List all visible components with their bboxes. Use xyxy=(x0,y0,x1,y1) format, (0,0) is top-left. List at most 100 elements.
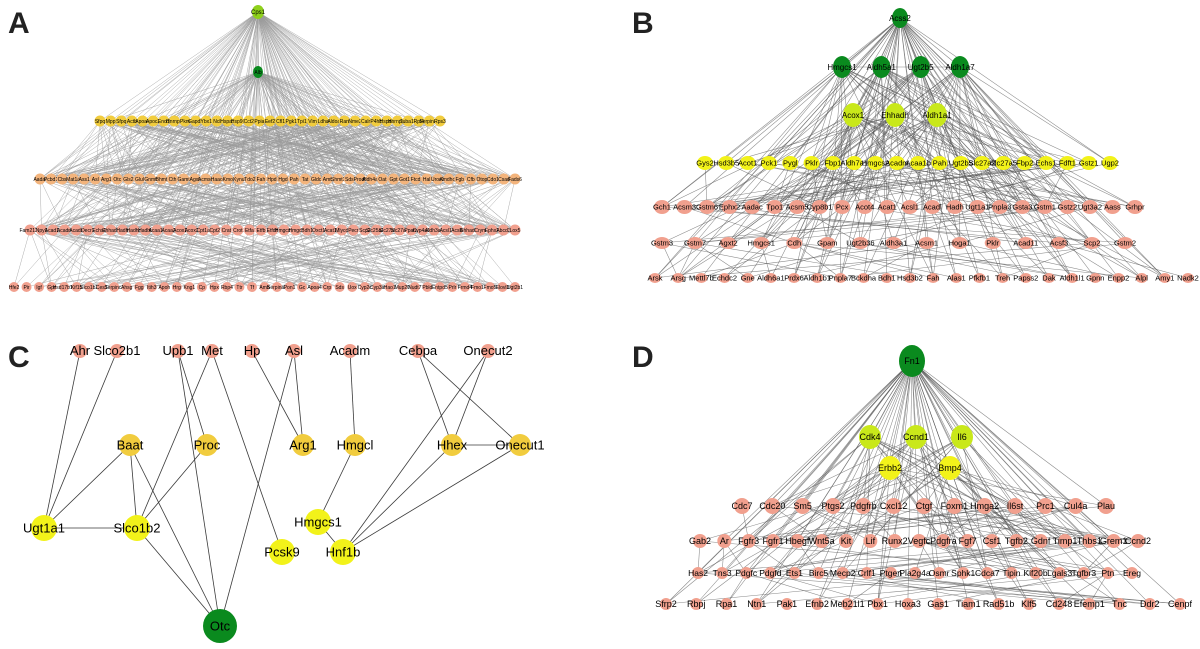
node-label: Ptn xyxy=(1102,568,1115,578)
edge xyxy=(260,229,403,288)
node-label: Slc27a2 xyxy=(379,228,397,234)
node-acads: Acads xyxy=(69,224,84,236)
node-ereg: Ereg xyxy=(1123,567,1141,579)
node-nudt7: Nudt7 xyxy=(408,282,422,292)
node-shape xyxy=(21,282,32,292)
edge xyxy=(43,350,81,529)
node-label: Gpr xyxy=(47,285,56,291)
node-label: Aadat xyxy=(33,177,47,183)
node-label: Aldh5a1 xyxy=(867,63,897,72)
edge xyxy=(39,71,259,180)
edge xyxy=(417,350,521,446)
edge xyxy=(87,229,140,288)
edge xyxy=(842,540,1090,574)
node-label: Ugt3a2 xyxy=(1078,203,1102,212)
edge xyxy=(172,178,227,231)
edge xyxy=(870,467,891,542)
node-acaa1a: Acaa1a xyxy=(149,224,166,236)
node-shape xyxy=(349,115,361,127)
edge xyxy=(164,229,285,288)
node-aldh7a1: Aldh7a1 xyxy=(840,156,868,170)
node-label: Acsl1 xyxy=(440,228,452,234)
edge xyxy=(802,505,895,542)
node-label: Ugt2b1 xyxy=(507,285,523,291)
edge xyxy=(304,178,389,231)
node-label: Sfrp2 xyxy=(655,599,677,609)
edge xyxy=(126,229,516,288)
edge xyxy=(802,505,871,542)
edge xyxy=(73,178,169,231)
node-label: Ybx1 xyxy=(201,119,213,125)
node-shape xyxy=(336,224,348,236)
node-shape xyxy=(484,282,495,292)
node-gstz2: Gstz2 xyxy=(1058,200,1077,214)
node-prodh: Prodh xyxy=(354,173,367,185)
node-nadk2: Nadk2 xyxy=(1177,273,1199,283)
node-label: Pbx1 xyxy=(867,599,888,609)
edge xyxy=(448,178,493,231)
edge xyxy=(899,17,1073,279)
node-fah: Fah xyxy=(255,173,267,185)
node-sfpq: Sfpq xyxy=(115,115,127,127)
edge xyxy=(216,120,328,180)
edge xyxy=(39,120,207,180)
node-erbb2: Erbb2 xyxy=(878,456,902,480)
edge xyxy=(342,444,521,553)
node-label: Hadha xyxy=(127,228,142,234)
node-has2: Has2 xyxy=(688,567,708,579)
node-ctgf: Ctgf xyxy=(916,498,933,514)
node-tuba1b: Tuba1b xyxy=(400,115,417,127)
edge xyxy=(860,242,1073,279)
edge xyxy=(257,11,453,288)
node-shape xyxy=(720,237,737,249)
edge xyxy=(29,229,290,288)
edge xyxy=(227,178,250,231)
edge xyxy=(216,178,389,231)
edge xyxy=(894,114,983,164)
edge xyxy=(64,229,303,288)
node-shape xyxy=(344,434,366,456)
edge xyxy=(260,120,271,231)
node-il6st: Il6st xyxy=(1007,498,1024,514)
node-label: Amdhd1 xyxy=(439,177,458,183)
node-shape xyxy=(901,200,918,214)
node-shape xyxy=(159,282,170,292)
node-mlycd: Mlycd xyxy=(335,224,349,236)
node-label: Meb21l1 xyxy=(830,599,865,609)
edge xyxy=(794,114,854,244)
node-pdgfd: Pdgfd xyxy=(759,567,782,579)
node-etfb: Etfb xyxy=(255,224,267,236)
node-shape xyxy=(443,173,455,185)
node-ugt2b1: Ugt2b1 xyxy=(507,282,523,292)
edge xyxy=(869,436,1041,542)
edge xyxy=(794,467,891,574)
node-ehhadh: Ehhadh xyxy=(881,103,909,127)
node-echs1: Echs1 xyxy=(92,224,106,236)
node-shape xyxy=(232,115,244,127)
node-label: Sphk1 xyxy=(951,568,975,578)
node-shape xyxy=(1131,534,1145,548)
node-abcd3: Abcd3 xyxy=(496,224,511,236)
node-shape xyxy=(447,282,458,292)
node-shape xyxy=(1005,567,1018,579)
node-label: Met xyxy=(201,343,223,358)
node-shape xyxy=(766,200,783,214)
edge xyxy=(184,120,217,180)
node-label: Baat xyxy=(117,438,144,453)
edge xyxy=(811,162,888,208)
edge xyxy=(41,229,52,288)
node-shape xyxy=(973,273,986,283)
node-label: Cps1 xyxy=(251,10,266,16)
node-label: Kif15 xyxy=(71,285,83,291)
edge xyxy=(338,120,419,180)
edge xyxy=(707,162,1047,208)
node-aadac: Aadac xyxy=(741,200,763,214)
node-shape xyxy=(354,173,366,185)
edge xyxy=(896,162,1000,208)
node-acot1: Acot1 xyxy=(738,156,757,170)
